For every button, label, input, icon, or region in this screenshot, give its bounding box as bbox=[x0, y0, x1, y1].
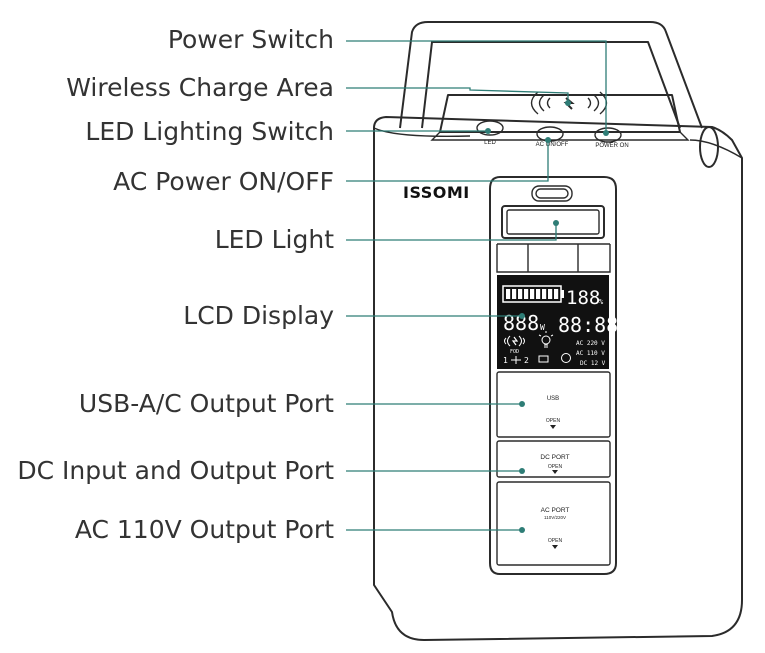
lcd-usb-1: 1 bbox=[503, 356, 508, 365]
callout-usb-output-port: USB-A/C Output Port bbox=[79, 389, 334, 418]
usb-symbol-icon bbox=[511, 356, 521, 364]
ac-power-switch[interactable]: AC ON/OFF bbox=[536, 126, 569, 148]
callout-led-light: LED Light bbox=[215, 225, 335, 254]
lcd-fod: FOD bbox=[510, 349, 519, 355]
dc-port-cover[interactable]: DC PORT OPEN bbox=[496, 440, 611, 478]
brand-logo: ISSOMI bbox=[403, 183, 470, 202]
ac-port-label: AC PORT bbox=[541, 507, 570, 514]
power-switch-label: POWER ON bbox=[595, 143, 628, 149]
battery-level-icon bbox=[502, 285, 564, 303]
leader-lines bbox=[346, 40, 609, 533]
lcd-percent-unit: % bbox=[599, 298, 604, 306]
dc-port-icon bbox=[561, 353, 571, 363]
ac-switch-label: AC ON/OFF bbox=[536, 142, 569, 148]
callout-dc-port: DC Input and Output Port bbox=[17, 456, 334, 485]
usb-port-label: USB bbox=[547, 396, 559, 402]
usb-open-arrow-icon bbox=[550, 425, 556, 429]
device-body bbox=[373, 116, 743, 641]
lcd-watts-unit: W bbox=[540, 323, 545, 332]
ac-open-arrow-icon bbox=[552, 545, 558, 549]
lcd-usb-2: 2 bbox=[524, 356, 529, 365]
lcd-display: 188 % 888 W 88:88 FOD 1 2 AC 220 V AC 11… bbox=[497, 275, 618, 369]
lcd-ac220: AC 220 V bbox=[576, 340, 605, 347]
lcd-dc12: DC 12 V bbox=[580, 360, 606, 367]
callout-ac-output-port: AC 110V Output Port bbox=[75, 515, 334, 544]
callout-wireless-charge-area: Wireless Charge Area bbox=[66, 73, 334, 102]
led-switch-label: LED bbox=[484, 140, 496, 146]
front-panel bbox=[489, 176, 617, 575]
ac-port-cover[interactable]: AC PORT 110V/220V OPEN bbox=[496, 481, 611, 566]
lcd-time: 88:88 bbox=[558, 313, 618, 337]
ac-open-label: OPEN bbox=[548, 538, 563, 544]
usb-c-icon bbox=[538, 355, 549, 363]
callout-labels: Power Switch Wireless Charge Area LED Li… bbox=[17, 25, 334, 544]
handle-hinge bbox=[699, 126, 719, 168]
carry-handle bbox=[399, 21, 719, 168]
usb-open-label: OPEN bbox=[546, 418, 561, 424]
led-light-lens bbox=[501, 205, 605, 239]
lcd-percent: 188 bbox=[566, 287, 600, 309]
power-switch[interactable]: POWER ON bbox=[594, 127, 629, 149]
wireless-charging-indicator-icon bbox=[504, 335, 525, 347]
ac-port-voltage: 110V/220V bbox=[544, 515, 566, 520]
dc-open-label: OPEN bbox=[548, 464, 563, 470]
ac-on-off-button[interactable] bbox=[531, 185, 573, 202]
dc-port-label: DC PORT bbox=[540, 454, 569, 461]
callout-power-switch: Power Switch bbox=[168, 25, 334, 54]
lcd-ac110: AC 110 V bbox=[576, 350, 605, 357]
dc-open-arrow-icon bbox=[552, 470, 558, 474]
light-bulb-icon bbox=[538, 331, 554, 348]
callout-lcd-display: LCD Display bbox=[183, 301, 334, 330]
callout-led-lighting-switch: LED Lighting Switch bbox=[85, 117, 334, 146]
callout-ac-power-on-off: AC Power ON/OFF bbox=[113, 167, 334, 196]
led-lighting-switch[interactable]: LED bbox=[476, 120, 504, 146]
